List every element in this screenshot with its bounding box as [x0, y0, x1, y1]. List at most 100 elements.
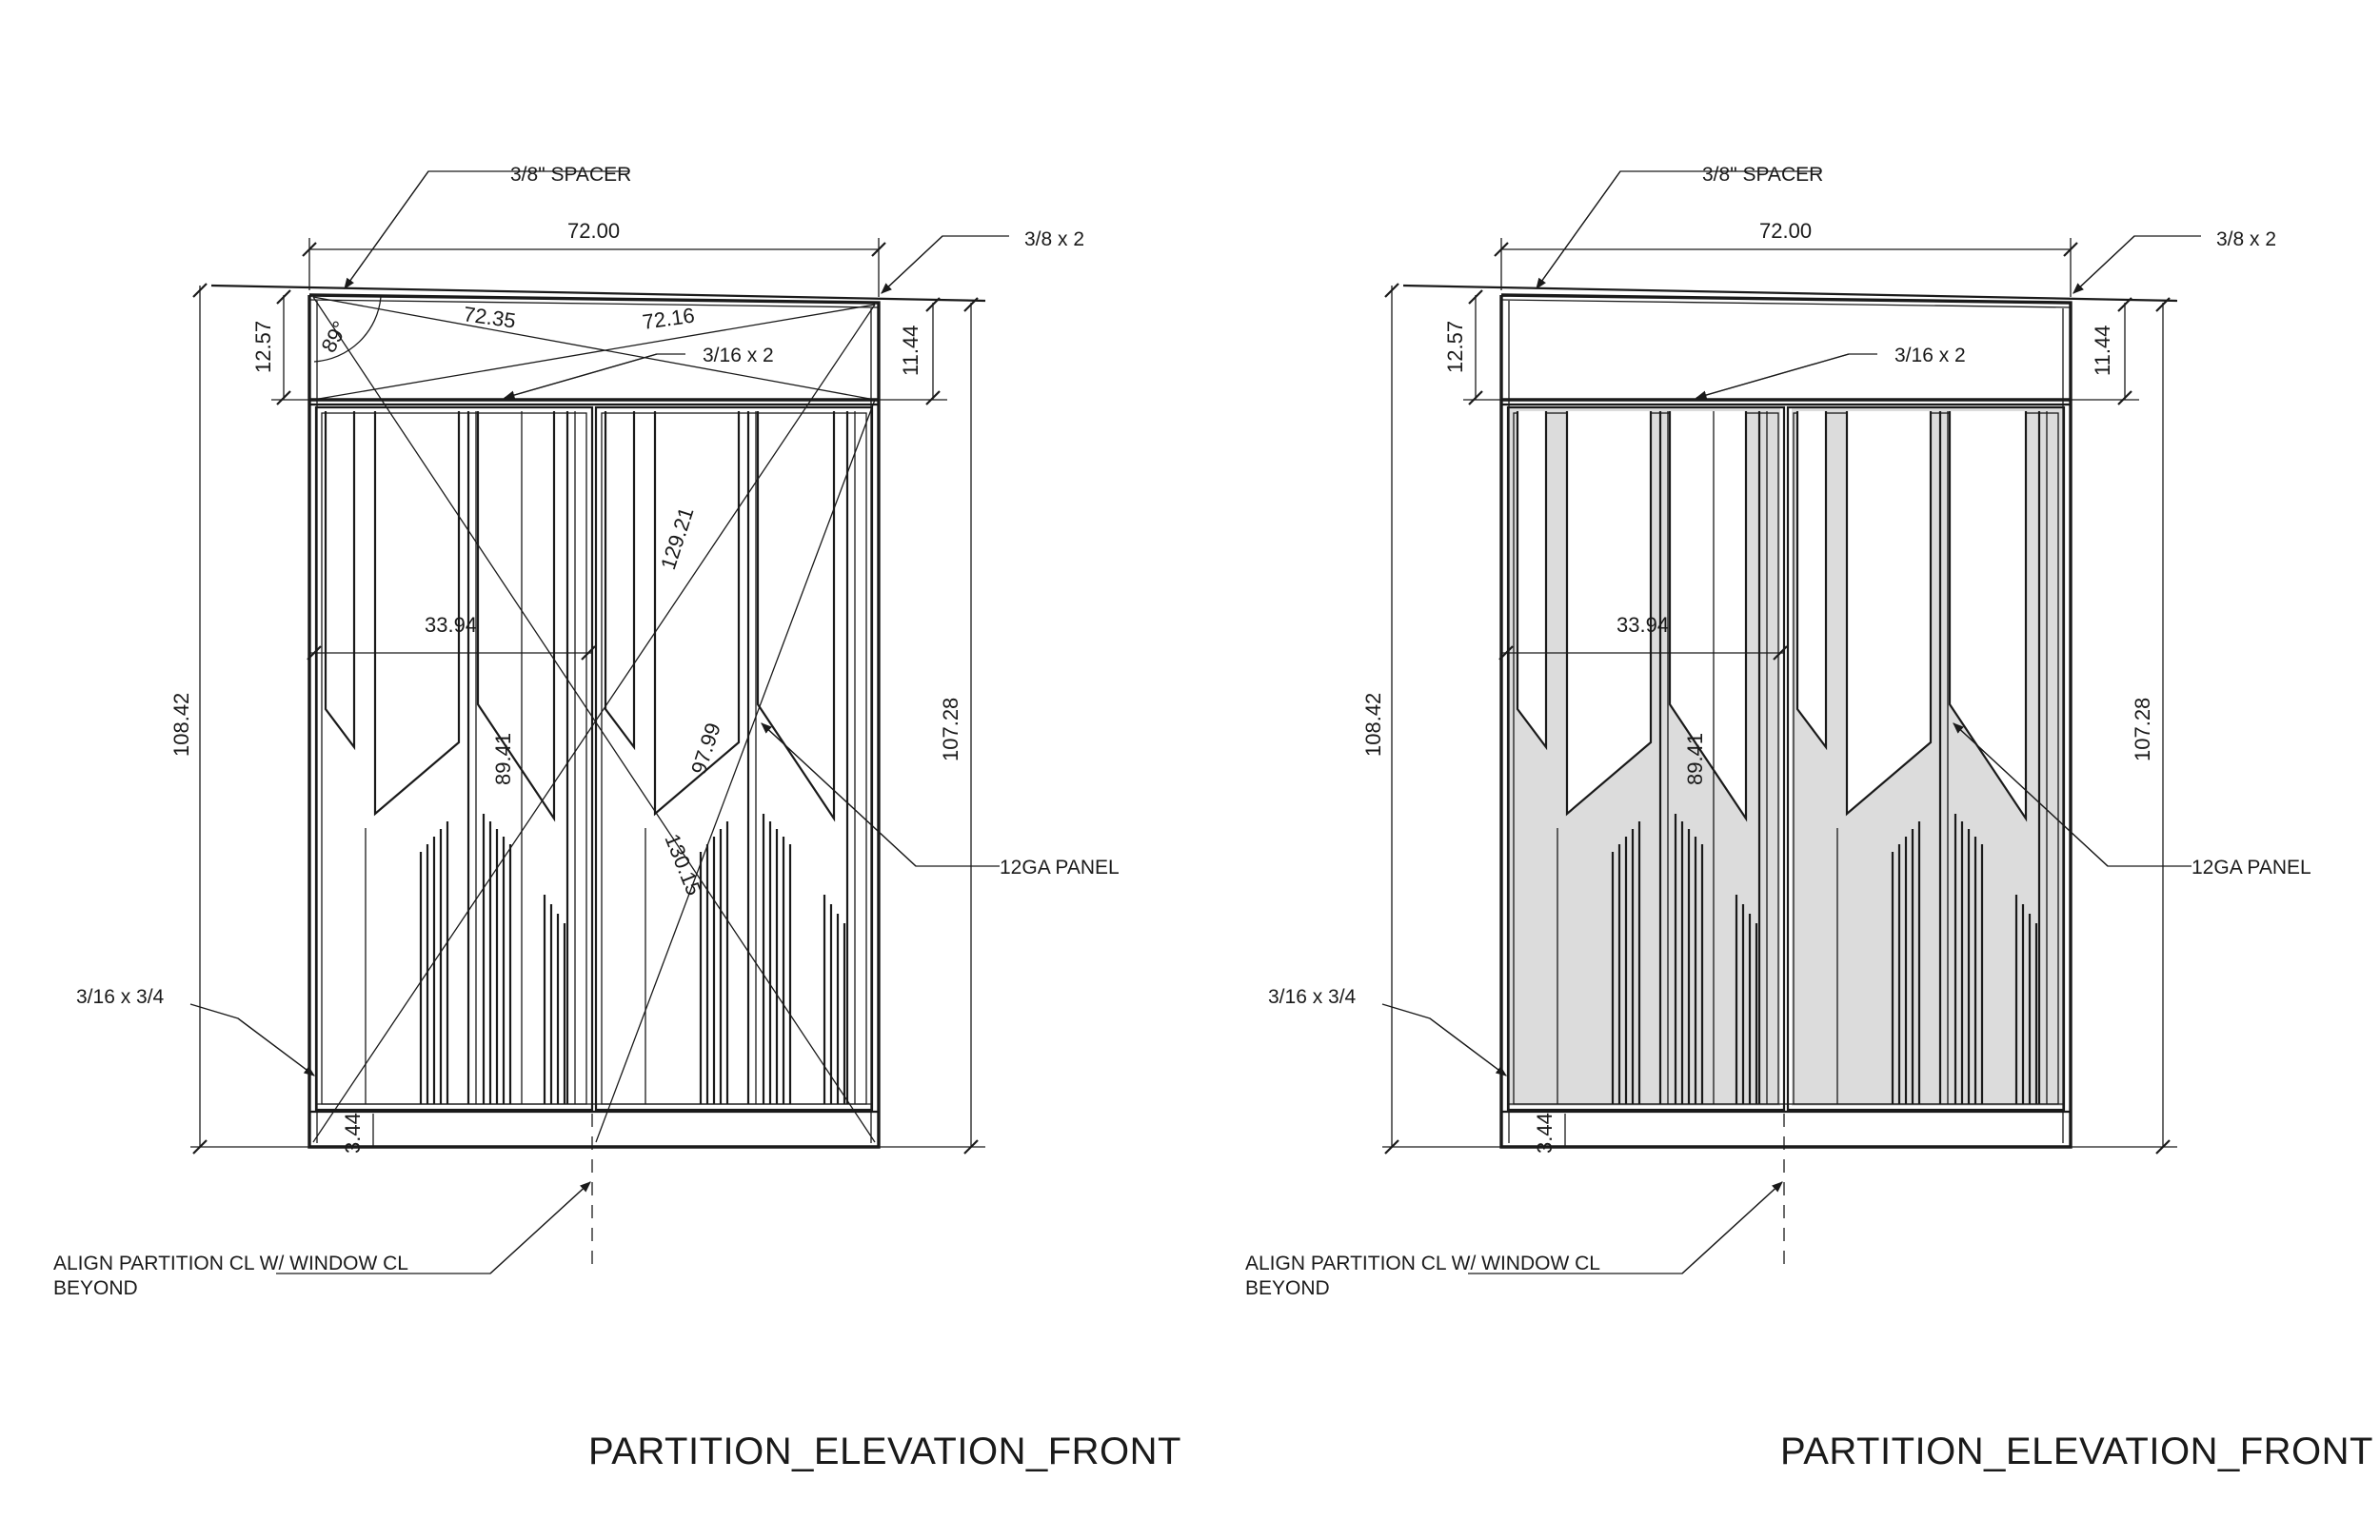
ceiling-line	[1402, 284, 2178, 303]
dim-angle: 89°	[316, 317, 352, 356]
dim-right-height: 107.28	[2131, 698, 2154, 761]
dimension-tick	[925, 297, 941, 312]
window-fill	[1670, 411, 1746, 819]
diagonal-header	[312, 296, 876, 401]
vertical-strip	[1516, 411, 1548, 751]
leader-top-cap	[881, 235, 1009, 294]
dimension-tick	[276, 289, 291, 305]
dim-diag-long2: 130.15	[660, 831, 705, 899]
callout-top-cap: 3/8 x 2	[1024, 228, 1084, 250]
dim-base: 3.44	[1533, 1113, 1557, 1154]
ceiling-line	[210, 284, 986, 303]
dim-header-right: 11.44	[2091, 326, 2114, 376]
callout-panel: 12GA PANEL	[1000, 857, 1120, 879]
leader-top-cap-arrow	[881, 235, 943, 294]
dim-left-height: 108.42	[169, 693, 193, 757]
dimension-tick	[276, 390, 291, 405]
diagonal-header	[312, 304, 876, 401]
door-pattern-right	[604, 411, 856, 1104]
window-chevron	[1948, 411, 2028, 822]
window-chevron	[373, 411, 461, 817]
window-fill	[1797, 411, 1826, 747]
dim-header-right: 11.44	[899, 326, 922, 376]
leader-side-bar	[189, 1003, 315, 1076]
dim-diag-mid: 97.99	[686, 720, 725, 777]
callout-header-bar: 3/16 x 2	[1894, 345, 1966, 366]
dimension-tick	[963, 297, 979, 312]
dimension-tick	[1468, 289, 1483, 305]
leader-side-bar	[1381, 1003, 1507, 1076]
leader-side-bar-arrow	[1429, 1017, 1507, 1076]
callout-side-bar: 3/16 x 3/4	[76, 986, 165, 1008]
diagonal-mid	[595, 399, 876, 1143]
leader-align-arrow	[489, 1181, 591, 1274]
leader-side-bar-arrow	[237, 1017, 315, 1076]
partition-frame	[1499, 293, 2073, 1149]
leader-panel-arrow	[761, 722, 917, 867]
window-chevron	[1845, 411, 1933, 817]
dimension-tick	[2155, 297, 2171, 312]
callout-align-line2: BEYOND	[1245, 1277, 1330, 1299]
leader-panel	[761, 722, 1000, 867]
leader-spacer-arrow	[344, 170, 429, 289]
dimension-tick	[871, 242, 886, 257]
dim-door-width: 33.94	[1616, 613, 1669, 637]
top-cap-inner	[308, 299, 880, 308]
dimension-tick	[307, 645, 322, 661]
dimension-tick	[2117, 390, 2132, 405]
dimension-tick	[2155, 1139, 2171, 1155]
diagonal-long	[312, 296, 876, 1143]
door-leaf-right-inner	[601, 412, 867, 1105]
dimension-tick	[2063, 242, 2078, 257]
door-leaf-left	[1506, 405, 1786, 1112]
leader-header-bar-arrow	[503, 353, 658, 400]
door-leaf-left	[314, 405, 594, 1112]
dim-right-height: 107.28	[939, 698, 962, 761]
dim-panel-height: 89.41	[491, 733, 515, 785]
dimension-tick	[1468, 390, 1483, 405]
window-chevron	[1668, 411, 1748, 822]
top-cap-inner	[1500, 299, 2072, 308]
dim-door-width: 33.94	[425, 613, 477, 637]
leader-align-arrow	[1681, 1181, 1783, 1274]
dimension-tick	[192, 1139, 208, 1155]
window-fill	[1517, 411, 1546, 747]
door-pattern-right	[1795, 411, 2048, 1104]
door-leaf-left-inner	[321, 412, 587, 1105]
leader-top-cap-arrow	[2073, 235, 2135, 294]
window-chevron	[653, 411, 741, 817]
dim-diag-top: 72.35	[462, 302, 517, 332]
leader-header-bar	[1696, 353, 1877, 399]
dim-overall-width: 72.00	[1759, 219, 1812, 243]
dimension-tick	[925, 390, 941, 405]
door-pattern-left	[324, 411, 576, 1104]
callout-align-line1: ALIGN PARTITION CL W/ WINDOW CL	[1245, 1253, 1600, 1274]
callout-spacer: 3/8" SPACER	[510, 164, 631, 186]
door-leaf-right	[594, 405, 874, 1112]
dimension-tick	[963, 1139, 979, 1155]
dim-diag-long1: 129.21	[656, 504, 699, 573]
dimension-tick	[1773, 645, 1788, 661]
window-fill	[1567, 411, 1651, 814]
window-fill	[1847, 411, 1931, 814]
dimension-tick	[1494, 242, 1509, 257]
angle-arc	[313, 296, 382, 363]
vertical-strip	[1795, 411, 1828, 751]
dimension-tick	[1384, 283, 1399, 298]
dim-panel-height: 89.41	[1683, 733, 1707, 785]
dimension-tick	[302, 242, 317, 257]
dimension-tick	[581, 645, 596, 661]
callout-spacer: 3/8" SPACER	[1702, 164, 1823, 186]
vertical-strip	[324, 411, 356, 751]
dim-overall-width: 72.00	[567, 219, 620, 243]
window-chevron	[1565, 411, 1653, 817]
callout-top-cap: 3/8 x 2	[2216, 228, 2276, 250]
dim-diag-top2: 72.16	[641, 304, 696, 334]
callout-align-line1: ALIGN PARTITION CL W/ WINDOW CL	[53, 1253, 408, 1274]
callout-panel: 12GA PANEL	[2192, 857, 2311, 879]
window-chevron	[756, 411, 836, 822]
window-fill	[1950, 411, 2026, 819]
